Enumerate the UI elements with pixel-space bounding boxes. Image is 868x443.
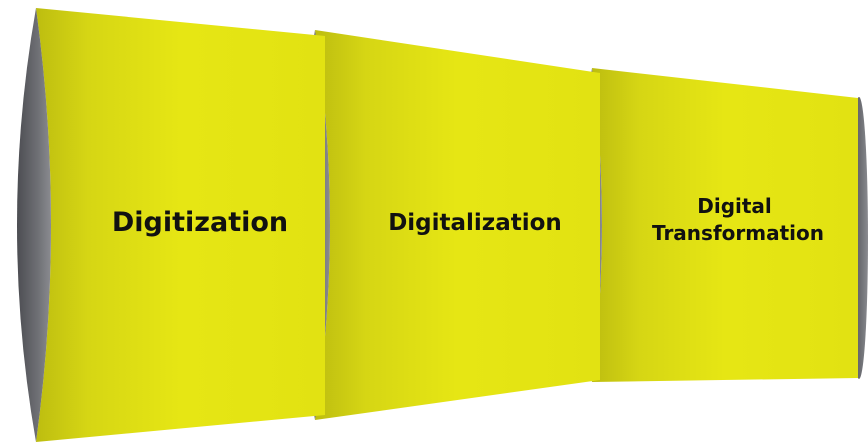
- segment-2-body: [315, 30, 600, 420]
- segment-digitization: Digitization: [17, 8, 325, 442]
- segment-1-body: [36, 8, 325, 442]
- segment-1-rim: [17, 8, 51, 442]
- segment-digitalization: Digitalization: [298, 30, 600, 420]
- segment-1-label: Digitization: [112, 207, 288, 238]
- segment-3-label: Digital Transformation: [652, 194, 824, 245]
- segment-2-label: Digitalization: [388, 210, 562, 236]
- segment-digital-transformation: Digital Transformation: [580, 68, 858, 382]
- segment-3-body: [592, 68, 858, 382]
